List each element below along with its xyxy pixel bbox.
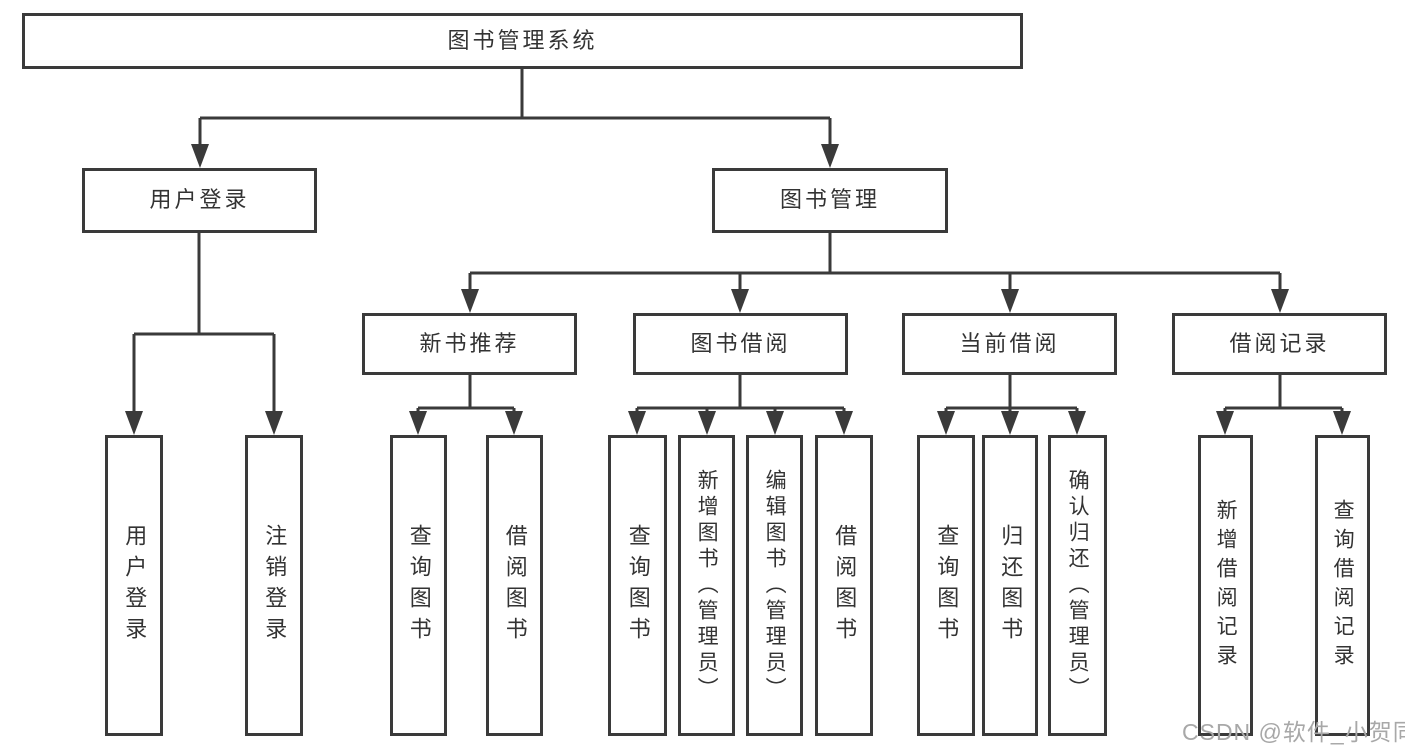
- tree-edges: [132, 69, 1344, 413]
- leaf-query-books-borrow: 查询图书: [608, 435, 667, 736]
- node-label: 注销登录: [262, 523, 288, 648]
- node-label: 编辑图书（管理员）: [763, 468, 787, 703]
- node-root: 图书管理系统: [22, 13, 1023, 69]
- node-label: 图书管理: [779, 187, 880, 213]
- node-new-book-recommend: 新书推荐: [362, 313, 577, 375]
- node-user-login: 用户登录: [82, 168, 317, 233]
- node-book-management: 图书管理: [712, 168, 948, 233]
- leaf-logout: 注销登录: [245, 435, 303, 736]
- leaf-edit-book-admin: 编辑图书（管理员）: [746, 435, 803, 736]
- node-current-borrow: 当前借阅: [902, 313, 1117, 375]
- watermark: CSDN @软件_小贺同学: [1182, 719, 1405, 745]
- node-label: 新书推荐: [419, 330, 520, 356]
- node-label: 新增借阅记录: [1214, 498, 1238, 673]
- node-label: 归还图书: [998, 523, 1024, 648]
- node-label: 当前借阅: [959, 330, 1060, 356]
- leaf-add-borrow-record: 新增借阅记录: [1198, 435, 1253, 736]
- leaf-confirm-return-admin: 确认归还（管理员）: [1048, 435, 1107, 736]
- node-label: 用户登录: [122, 523, 148, 648]
- leaf-query-books-recommend: 查询图书: [390, 435, 447, 736]
- node-book-borrow: 图书借阅: [633, 313, 848, 375]
- node-label: 确认归还（管理员）: [1066, 468, 1090, 703]
- node-label: 查询借阅记录: [1331, 498, 1355, 673]
- node-label: 查询图书: [406, 523, 432, 648]
- node-label: 用户登录: [149, 187, 250, 213]
- node-label: 图书借阅: [690, 330, 791, 356]
- arrowhead-icons: [125, 144, 1351, 435]
- leaf-query-books-current: 查询图书: [917, 435, 975, 736]
- node-label: 借阅图书: [832, 523, 858, 648]
- node-label: 借阅记录: [1229, 330, 1330, 356]
- leaf-borrow-books-recommend: 借阅图书: [486, 435, 543, 736]
- node-label: 借阅图书: [502, 523, 528, 648]
- leaf-query-borrow-record: 查询借阅记录: [1315, 435, 1370, 736]
- node-label: 新增图书（管理员）: [695, 468, 719, 703]
- node-label: 查询图书: [934, 523, 960, 648]
- leaf-borrow-books: 借阅图书: [815, 435, 873, 736]
- leaf-add-book-admin: 新增图书（管理员）: [678, 435, 735, 736]
- leaf-return-book: 归还图书: [982, 435, 1038, 736]
- node-label: 查询图书: [625, 523, 651, 648]
- node-borrow-records: 借阅记录: [1172, 313, 1387, 375]
- leaf-user-login: 用户登录: [105, 435, 163, 736]
- node-label: 图书管理系统: [447, 27, 598, 53]
